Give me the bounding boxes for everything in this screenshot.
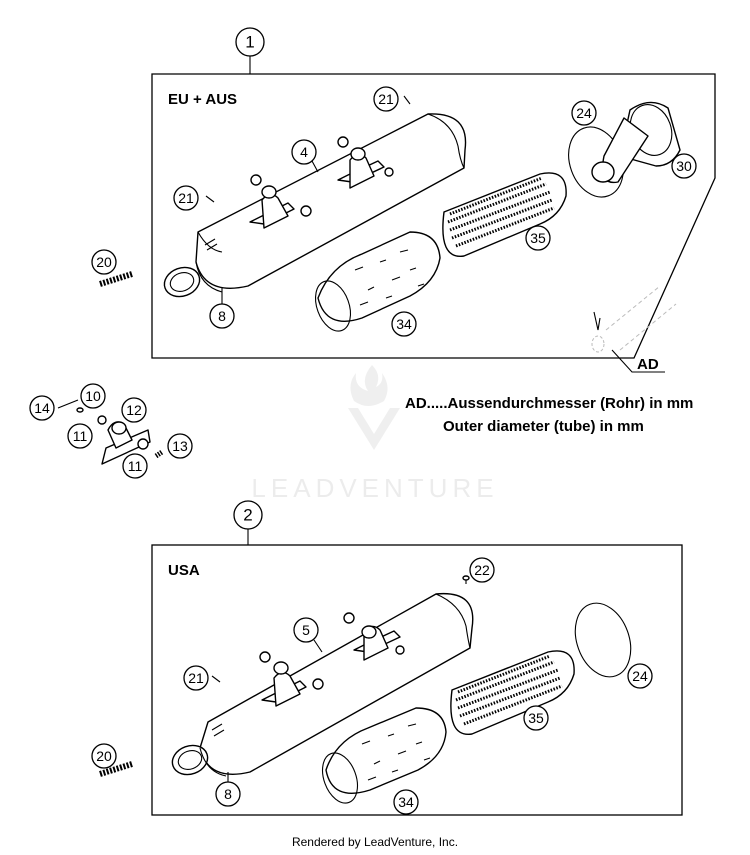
callout-washer-a: 11 bbox=[73, 428, 88, 444]
callout-nut: 13 bbox=[172, 438, 188, 454]
screw-eu-2 bbox=[403, 95, 411, 105]
callout-insulation-outer-usa: 34 bbox=[398, 794, 414, 810]
callout-insulation-inner-eu: 35 bbox=[530, 230, 546, 246]
group-1-region-label: EU + AUS bbox=[168, 91, 237, 108]
group-1-number: 1 bbox=[245, 33, 254, 52]
spring-eu bbox=[99, 271, 133, 287]
muffler-usa bbox=[171, 592, 474, 777]
callout-gasket-usa: 24 bbox=[632, 668, 648, 684]
callout-screw-top-usa: 22 bbox=[474, 562, 490, 578]
group-usa: 2 USA bbox=[91, 500, 683, 816]
group-2-region-label: USA bbox=[168, 562, 200, 579]
dimension-label: AD bbox=[637, 356, 659, 373]
insulation-inner-eu bbox=[442, 172, 567, 257]
footer-credit: Rendered by LeadVenture, Inc. bbox=[292, 835, 458, 849]
leadventure-watermark: LEADVENTURE bbox=[251, 365, 498, 503]
group-1-frame bbox=[151, 73, 716, 359]
insulation-inner-usa bbox=[450, 650, 575, 735]
callout-insulation-outer-eu: 34 bbox=[396, 316, 412, 332]
group-eu-aus: 1 EU + AUS bbox=[91, 27, 716, 373]
callout-bolt: 14 bbox=[34, 400, 50, 416]
callout-muffler-usa: 5 bbox=[302, 622, 310, 638]
screw-eu-1 bbox=[205, 195, 215, 203]
muffler-eu bbox=[163, 113, 467, 298]
callout-bracket: 12 bbox=[126, 402, 142, 418]
dimension-legend-line1: AD.....Aussendurchmesser (Rohr) in mm bbox=[405, 395, 693, 412]
callout-muffler-eu: 4 bbox=[300, 144, 308, 160]
insulation-outer-eu bbox=[314, 231, 441, 332]
callout-insulation-inner-usa: 35 bbox=[528, 710, 544, 726]
gasket-usa bbox=[574, 602, 632, 678]
dimension-sketch: AD bbox=[591, 285, 677, 373]
screw-usa-1 bbox=[211, 675, 221, 683]
bracket-assembly: 14 10 12 11 11 13 bbox=[29, 383, 193, 479]
tailpipe-eu bbox=[591, 101, 681, 184]
callout-tailpipe-eu: 30 bbox=[676, 158, 692, 174]
callout-screw-eu-1: 21 bbox=[178, 190, 194, 206]
callout-gasket-eu: 24 bbox=[576, 105, 592, 121]
callout-washer-small: 10 bbox=[85, 388, 101, 404]
callout-spring-usa: 20 bbox=[96, 748, 112, 764]
insulation-outer-usa bbox=[321, 707, 447, 804]
callout-spring-eu: 20 bbox=[96, 254, 112, 270]
watermark-text: LEADVENTURE bbox=[251, 473, 498, 503]
group-1-callout bbox=[235, 27, 265, 57]
callout-end-cap-eu: 8 bbox=[218, 308, 226, 324]
callout-end-cap-usa: 8 bbox=[224, 786, 232, 802]
callout-screw-eu-2: 21 bbox=[378, 91, 394, 107]
dimension-legend-line2: Outer diameter (tube) in mm bbox=[443, 418, 644, 435]
group-2-number: 2 bbox=[243, 506, 252, 525]
callout-washer-b: 11 bbox=[128, 458, 143, 474]
callout-screw-usa: 21 bbox=[188, 670, 204, 686]
